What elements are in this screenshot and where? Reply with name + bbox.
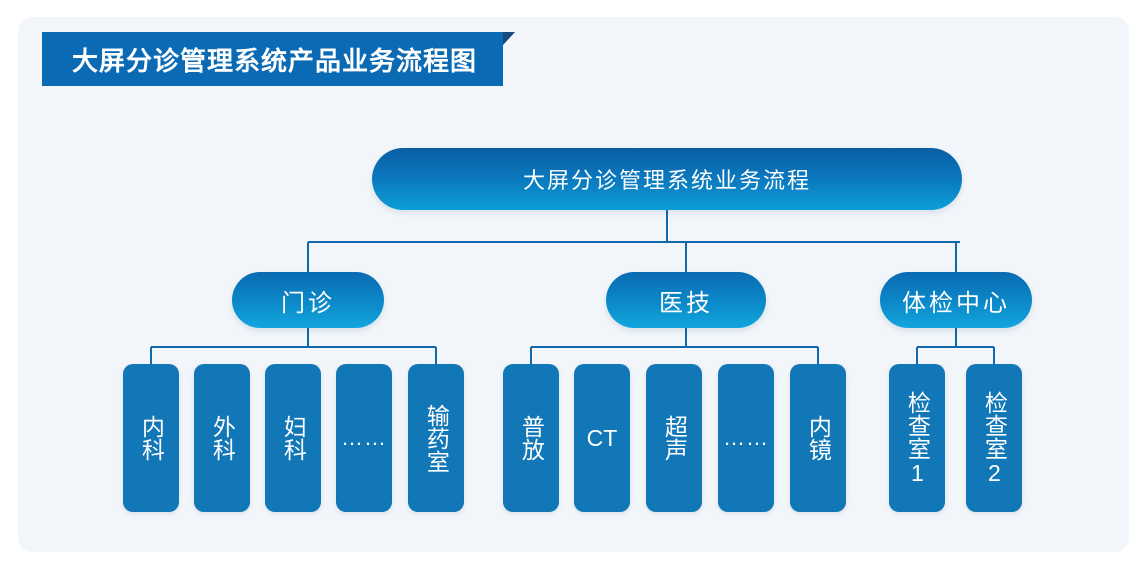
node-branch-checkup-center[interactable]: 体检中心 bbox=[880, 272, 1032, 328]
node-leaf[interactable]: …… bbox=[336, 364, 392, 512]
banner-title: 大屏分诊管理系统产品业务流程图 bbox=[42, 32, 516, 86]
node-leaf-label: 输药室 bbox=[423, 403, 450, 473]
node-leaf-label: 外科 bbox=[209, 415, 236, 461]
node-leaf[interactable]: 内科 bbox=[123, 364, 179, 512]
node-leaf-label: 检查室1 bbox=[904, 390, 931, 486]
node-leaf-label: …… bbox=[341, 425, 387, 451]
node-leaf-label: 内镜 bbox=[805, 415, 832, 461]
node-leaf-label: 检查室2 bbox=[981, 390, 1008, 486]
banner-fold-corner bbox=[503, 32, 516, 45]
node-root-label: 大屏分诊管理系统业务流程 bbox=[522, 168, 811, 193]
node-leaf[interactable]: 内镜 bbox=[790, 364, 846, 512]
node-leaf[interactable]: 妇科 bbox=[265, 364, 321, 512]
node-leaf-label: 内科 bbox=[138, 415, 165, 461]
node-leaf-label: 妇科 bbox=[280, 415, 307, 461]
node-leaf-label: 超声 bbox=[661, 415, 688, 461]
node-branch-outpatient[interactable]: 门诊 bbox=[232, 272, 384, 328]
node-root[interactable]: 大屏分诊管理系统业务流程 bbox=[372, 148, 962, 210]
node-leaf-label: 普放 bbox=[518, 415, 545, 461]
node-leaf[interactable]: 检查室1 bbox=[889, 364, 945, 512]
node-branch-medical-technology[interactable]: 医技 bbox=[606, 272, 766, 328]
node-leaf[interactable]: 普放 bbox=[503, 364, 559, 512]
node-branch-label: 体检中心 bbox=[902, 289, 1010, 317]
node-leaf[interactable]: 外科 bbox=[194, 364, 250, 512]
node-leaf[interactable]: …… bbox=[718, 364, 774, 512]
node-branch-label: 医技 bbox=[659, 289, 713, 317]
node-leaf[interactable]: 检查室2 bbox=[966, 364, 1022, 512]
banner-title-text: 大屏分诊管理系统产品业务流程图 bbox=[72, 45, 478, 76]
node-leaf[interactable]: 超声 bbox=[646, 364, 702, 512]
node-leaf[interactable]: 输药室 bbox=[408, 364, 464, 512]
node-branch-label: 门诊 bbox=[281, 289, 335, 317]
node-leaf-label: CT bbox=[586, 424, 618, 451]
node-leaf-label: …… bbox=[723, 425, 769, 451]
node-leaf[interactable]: CT bbox=[574, 364, 630, 512]
